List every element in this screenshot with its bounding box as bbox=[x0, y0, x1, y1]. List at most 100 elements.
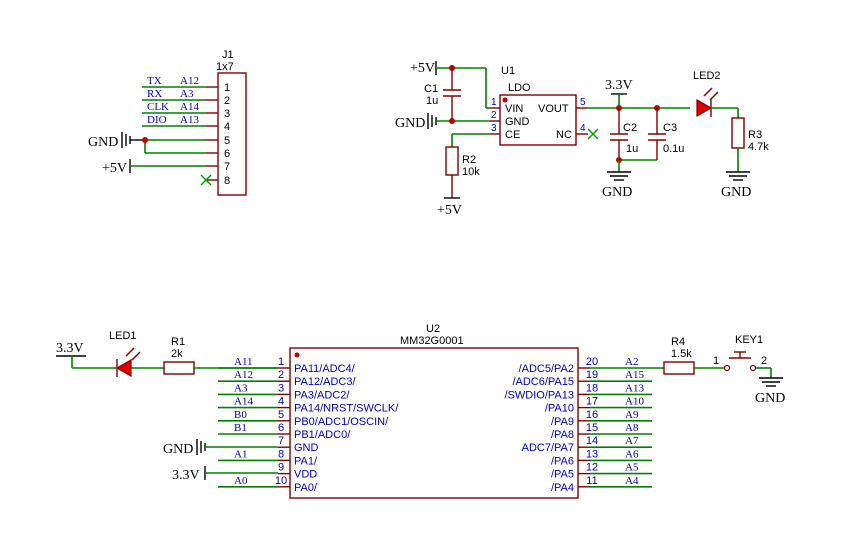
u2-pin-name-16: /PA9 bbox=[551, 416, 574, 428]
mcu-vdd-label: 3.3V bbox=[172, 468, 200, 483]
led2-icon bbox=[696, 87, 719, 118]
u2-pin-name-6: PB1/ADC0/ bbox=[294, 429, 351, 441]
u2-pin-name-12: /PA5 bbox=[551, 469, 574, 481]
u2-right-net-20: A2 bbox=[625, 356, 638, 368]
u2-pin-name-8: PA1/ bbox=[294, 455, 318, 467]
u1-pin2-name: GND bbox=[505, 116, 530, 128]
u2-left-net-5: B0 bbox=[234, 409, 247, 421]
r1-ref: R1 bbox=[171, 336, 185, 348]
u2-pin-name-4: PA14/NRST/SWCLK/ bbox=[294, 403, 399, 415]
u2-pin-name-9: VDD bbox=[294, 469, 317, 481]
u2-pin-num-11: 11 bbox=[586, 475, 597, 487]
r4-value: 1.5k bbox=[671, 348, 692, 360]
led1-icon bbox=[115, 347, 141, 378]
u2-pin-num-13: 13 bbox=[586, 448, 598, 460]
u2-pin-num-15: 15 bbox=[586, 422, 598, 434]
j1-pin-1: 1 bbox=[224, 82, 230, 94]
u2-pin-num-4: 4 bbox=[278, 396, 284, 408]
u2-value: MM32G0001 bbox=[400, 335, 464, 347]
u2-pin-num-19: 19 bbox=[586, 369, 598, 381]
u2-pin-num-8: 8 bbox=[278, 448, 284, 460]
u1-body bbox=[499, 94, 577, 146]
c2-ref: C2 bbox=[623, 122, 637, 134]
u1-pin4-num: 4 bbox=[580, 123, 586, 134]
key1-switch-icon bbox=[723, 351, 757, 372]
u1-pin1-num: 1 bbox=[491, 97, 497, 108]
u2-left-net-8: A1 bbox=[234, 448, 247, 460]
u2-right-net-19: A15 bbox=[625, 369, 644, 381]
c3-ref: C3 bbox=[663, 122, 677, 134]
j1-net-clk: CLK bbox=[147, 101, 169, 113]
u2-pin-num-18: 18 bbox=[586, 382, 598, 394]
u1-pin3-num: 3 bbox=[491, 123, 497, 134]
u2-pin-num-2: 2 bbox=[278, 369, 284, 381]
u2-pin-name-7: GND bbox=[294, 442, 319, 454]
r1-body bbox=[163, 361, 195, 375]
u2-pin-name-15: /PA8 bbox=[551, 429, 574, 441]
key1-ref: KEY1 bbox=[735, 334, 763, 346]
gnd-icon bbox=[427, 113, 437, 129]
u2-pin-name-11: /PA4 bbox=[551, 482, 574, 494]
u2-right-net-15: A8 bbox=[625, 422, 639, 434]
u1-ref: U1 bbox=[501, 65, 515, 77]
u2-left-net-3: A3 bbox=[234, 382, 248, 394]
u1-pin4-name: NC bbox=[556, 129, 572, 141]
j1-net-tx: TX bbox=[147, 75, 162, 87]
u2-right-net-14: A7 bbox=[625, 435, 639, 447]
u2-left-net-6: B1 bbox=[234, 422, 247, 434]
u2-pin-name-13: /PA6 bbox=[551, 455, 574, 467]
u2-pin-num-3: 3 bbox=[278, 382, 284, 394]
key1-pin2: 2 bbox=[761, 355, 767, 367]
key1-pin1: 1 bbox=[713, 355, 719, 367]
u2-pin-name-5: PB0/ADC1/OSCIN/ bbox=[294, 416, 389, 428]
u2-pin-name-20: /ADC5/PA2 bbox=[519, 363, 574, 375]
u2-pin-num-12: 12 bbox=[586, 462, 598, 474]
u2-ref: U2 bbox=[426, 323, 440, 335]
gnd-icon bbox=[607, 171, 631, 181]
ldo-vin-label: +5V bbox=[410, 61, 435, 76]
c-gnd-label: GND bbox=[602, 185, 632, 200]
r2-value: 10k bbox=[462, 166, 480, 178]
u1-pin3-name: CE bbox=[505, 129, 520, 141]
u1-pin1-name: VIN bbox=[505, 103, 523, 115]
u2-pin-name-2: PA12/ADC3/ bbox=[294, 376, 356, 388]
u2-pin-num-20: 20 bbox=[586, 356, 598, 368]
ldo-gnd-label: GND bbox=[395, 116, 425, 131]
mcu-gnd-label: GND bbox=[163, 442, 193, 457]
u2-right-net-13: A6 bbox=[625, 448, 639, 460]
no-connect-icon bbox=[587, 128, 599, 140]
r3-value: 4.7k bbox=[748, 141, 769, 153]
u1-pin5-num: 5 bbox=[580, 97, 586, 108]
u1-pin2-num: 2 bbox=[491, 110, 497, 121]
u2-left-net-2: A12 bbox=[234, 369, 253, 381]
j1-net-clk-pin: A14 bbox=[180, 101, 199, 113]
u2-pin-num-1: 1 bbox=[278, 356, 284, 368]
u2-pin-num-9: 9 bbox=[278, 462, 284, 474]
u2-pin-num-10: 10 bbox=[275, 475, 287, 487]
u2-pin-name-19: /ADC6/PA15 bbox=[512, 376, 574, 388]
c2-value: 1u bbox=[626, 143, 638, 155]
mcu-supply-label: 3.3V bbox=[56, 341, 84, 356]
junction-dot bbox=[142, 137, 148, 143]
gnd-icon bbox=[726, 171, 750, 181]
j1-net-dio-pin: A13 bbox=[180, 114, 199, 126]
u2-pin-num-14: 14 bbox=[586, 435, 598, 447]
j1-vcc-label: +5V bbox=[102, 161, 127, 176]
u2-right-net-16: A9 bbox=[625, 409, 639, 421]
u2-body bbox=[289, 347, 579, 499]
j1-value: 1x7 bbox=[216, 61, 234, 73]
u2-pin-num-6: 6 bbox=[278, 422, 284, 434]
j1-net-dio: DIO bbox=[147, 114, 167, 126]
u2-right-net-17: A10 bbox=[625, 396, 644, 408]
u1-pin5-name: VOUT bbox=[538, 103, 569, 115]
r2-ref: R2 bbox=[462, 154, 476, 166]
led1-ref: LED1 bbox=[109, 330, 137, 342]
r1-value: 2k bbox=[171, 348, 183, 360]
r3-gnd-label: GND bbox=[721, 185, 751, 200]
u2-left-net-1: A11 bbox=[234, 356, 253, 368]
r3-body bbox=[731, 117, 745, 149]
